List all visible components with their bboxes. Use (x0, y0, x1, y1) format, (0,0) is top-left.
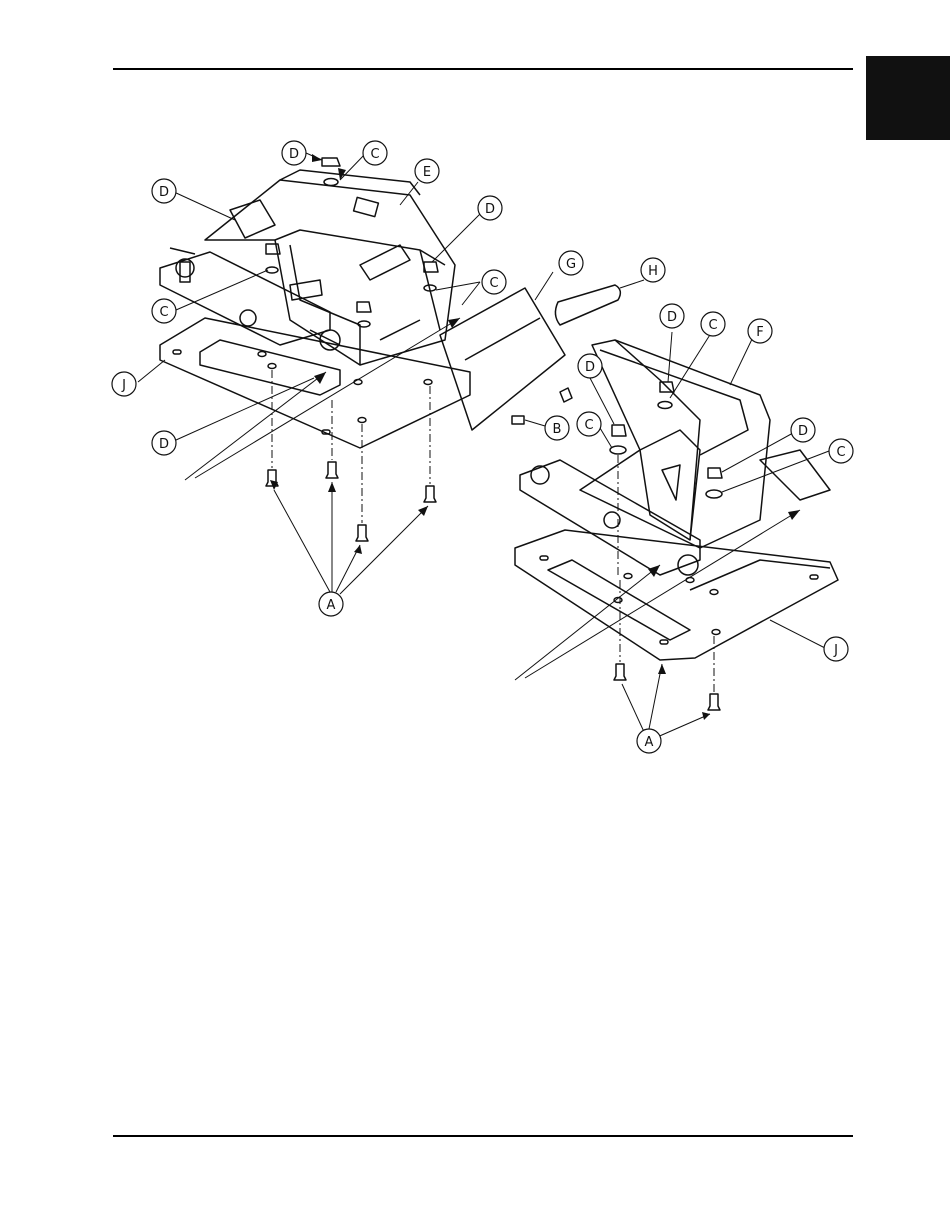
callout-label: J (121, 378, 126, 393)
right-rail (520, 460, 700, 575)
callout-label: F (756, 325, 763, 340)
callout-bubble: D (578, 354, 602, 378)
callout-bubble: C (482, 270, 506, 294)
bottom-rule (113, 1135, 853, 1137)
callout-bubble: C (152, 299, 176, 323)
left-assembly (160, 158, 470, 541)
callout-bubble: C (363, 141, 387, 165)
callout-bubble: D (660, 304, 684, 328)
callout-label: D (159, 437, 169, 452)
right-handle-frame (580, 340, 770, 548)
callout-label: C (159, 305, 168, 320)
callout-label: C (584, 418, 593, 433)
callout-bubble: J (112, 372, 136, 396)
panel-g (440, 288, 565, 430)
callout-label: D (159, 185, 169, 200)
callout-label: J (833, 643, 838, 658)
callout-label: G (566, 257, 576, 272)
callout-bubble: D (478, 196, 502, 220)
callout-label: D (485, 202, 495, 217)
callout-bubble: D (791, 418, 815, 442)
callout-bubble: E (415, 159, 439, 183)
callout-label: D (798, 424, 808, 439)
callout-label: C (370, 147, 379, 162)
callout-label: D (289, 147, 299, 162)
callout-label: H (648, 264, 658, 279)
callout-label: A (327, 598, 336, 613)
callout-label: D (585, 360, 595, 375)
callout-label: E (423, 165, 431, 180)
callout-bubble: C (701, 312, 725, 336)
callout-bubble: F (748, 319, 772, 343)
callouts: D C D E D G H C C D C F J D B D C D C A … (112, 141, 853, 753)
callout-label: A (645, 735, 654, 750)
callout-label: D (667, 310, 677, 325)
callout-label: C (708, 318, 717, 333)
left-seat-frame (205, 180, 455, 365)
callout-bubble: C (829, 439, 853, 463)
callout-bubble: J (824, 637, 848, 661)
callout-label: C (489, 276, 498, 291)
callout-bubble: G (559, 251, 583, 275)
callout-bubble: A (637, 729, 661, 753)
callout-bubble: H (641, 258, 665, 282)
callout-bubble: A (319, 592, 343, 616)
callout-bubble: C (577, 412, 601, 436)
callout-bubble: B (545, 416, 569, 440)
callout-label: B (553, 422, 562, 437)
callout-label: C (836, 445, 845, 460)
roll-h (555, 285, 620, 325)
callout-bubble: D (152, 431, 176, 455)
right-base-plate (515, 530, 838, 660)
callout-bubble: D (152, 179, 176, 203)
callout-bubble: D (282, 141, 306, 165)
